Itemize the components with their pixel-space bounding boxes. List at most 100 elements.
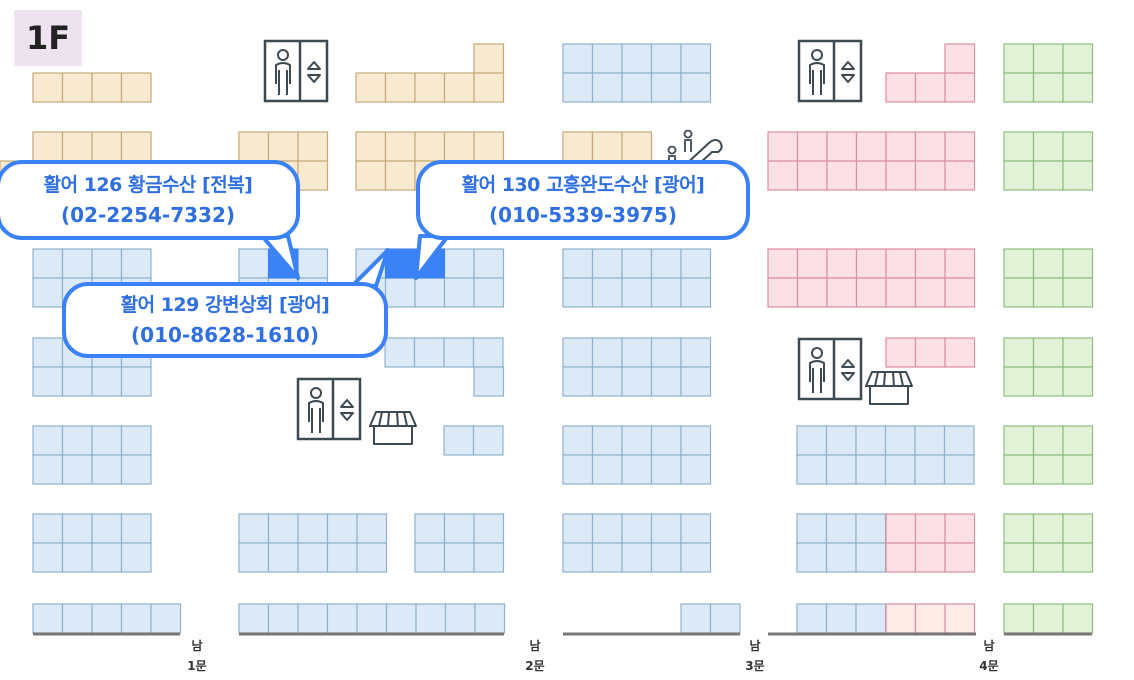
stall-cell[interactable] <box>443 425 475 456</box>
stall-cell[interactable] <box>885 72 917 103</box>
stall-cell[interactable] <box>1062 425 1094 456</box>
stall-cell[interactable] <box>826 248 858 279</box>
stall-cell[interactable] <box>591 248 623 279</box>
stall-cell[interactable] <box>885 131 917 162</box>
stall-cell[interactable] <box>562 425 594 456</box>
stall-cell[interactable] <box>944 337 976 368</box>
stall-cell[interactable] <box>443 337 475 368</box>
stall-cell[interactable] <box>621 425 653 456</box>
stall-cell[interactable] <box>356 603 388 634</box>
stall-cell[interactable] <box>680 542 712 573</box>
stall-cell[interactable] <box>855 454 887 485</box>
stall-cell[interactable] <box>238 248 270 279</box>
stall-cell[interactable] <box>944 43 976 74</box>
stall-cell[interactable] <box>91 454 123 485</box>
stall-callout-126[interactable]: 활어 126 황금수산 [전복] (02-2254-7332) <box>0 160 300 240</box>
stall-cell[interactable] <box>356 513 388 544</box>
stall-cell[interactable] <box>650 454 682 485</box>
stall-cell[interactable] <box>562 513 594 544</box>
stall-cell[interactable] <box>120 542 152 573</box>
stall-cell[interactable] <box>384 277 416 308</box>
stall-cell[interactable] <box>61 248 93 279</box>
stall-cell[interactable] <box>443 72 475 103</box>
stall-cell[interactable] <box>884 425 916 456</box>
stall-cell[interactable] <box>650 43 682 74</box>
stall-cell[interactable] <box>796 542 828 573</box>
stall-cell[interactable] <box>1062 277 1094 308</box>
stall-cell[interactable] <box>61 425 93 456</box>
stall-cell[interactable] <box>621 277 653 308</box>
stall-cell[interactable] <box>61 603 93 634</box>
stall-cell[interactable] <box>473 131 505 162</box>
stall-cell[interactable] <box>120 248 152 279</box>
stall-cell[interactable] <box>943 425 975 456</box>
stall-cell[interactable] <box>1003 248 1035 279</box>
stall-cell[interactable] <box>1062 454 1094 485</box>
stall-cell[interactable] <box>591 542 623 573</box>
stall-cell[interactable] <box>472 337 504 368</box>
stall-cell[interactable] <box>591 72 623 103</box>
stall-cell[interactable] <box>855 513 887 544</box>
stall-cell[interactable] <box>415 603 447 634</box>
stall-cell[interactable] <box>1003 43 1035 74</box>
stall-cell[interactable] <box>120 603 152 634</box>
stall-cell[interactable] <box>680 43 712 74</box>
stall-cell[interactable] <box>32 337 64 368</box>
stall-cell[interactable] <box>473 248 505 279</box>
stall-cell[interactable] <box>413 337 445 368</box>
stall-cell[interactable] <box>562 248 594 279</box>
stall-cell[interactable] <box>885 277 917 308</box>
stall-cell[interactable] <box>267 131 299 162</box>
stall-cell[interactable] <box>32 542 64 573</box>
stall-cell[interactable] <box>1032 366 1064 397</box>
stall-cell[interactable] <box>297 248 329 279</box>
stall-cell[interactable] <box>855 603 887 634</box>
stall-cell[interactable] <box>91 603 123 634</box>
stall-cell[interactable] <box>473 513 505 544</box>
stall-cell[interactable] <box>591 131 623 162</box>
stall-cell[interactable] <box>796 160 828 191</box>
stall-cell[interactable] <box>32 425 64 456</box>
stall-cell[interactable] <box>944 72 976 103</box>
stall-cell[interactable] <box>944 603 976 634</box>
stall-cell[interactable] <box>32 513 64 544</box>
stall-cell[interactable] <box>32 603 64 634</box>
stall-cell[interactable] <box>91 131 123 162</box>
stall-cell[interactable] <box>825 425 857 456</box>
stall-cell[interactable] <box>326 603 358 634</box>
stall-cell[interactable] <box>680 603 712 634</box>
stall-cell[interactable] <box>621 72 653 103</box>
stall-cell[interactable] <box>914 454 946 485</box>
stall-cell[interactable] <box>591 425 623 456</box>
stall-cell[interactable] <box>621 131 653 162</box>
stall-cell[interactable] <box>591 454 623 485</box>
stall-cell[interactable] <box>32 454 64 485</box>
stall-cell[interactable] <box>914 513 946 544</box>
stall-cell[interactable] <box>680 366 712 397</box>
stall-cell[interactable] <box>680 513 712 544</box>
stall-cell[interactable] <box>621 513 653 544</box>
stall-cell[interactable] <box>1032 43 1064 74</box>
stall-cell[interactable] <box>621 366 653 397</box>
stall-cell[interactable] <box>914 248 946 279</box>
stall-cell[interactable] <box>885 513 917 544</box>
stall-cell[interactable] <box>591 513 623 544</box>
stall-cell[interactable] <box>1032 513 1064 544</box>
stall-cell[interactable] <box>238 513 270 544</box>
stall-cell[interactable] <box>267 542 299 573</box>
stall-cell[interactable] <box>944 542 976 573</box>
stall-cell[interactable] <box>944 160 976 191</box>
stall-cell[interactable] <box>120 454 152 485</box>
stall-cell[interactable] <box>562 72 594 103</box>
stall-cell[interactable] <box>384 72 416 103</box>
stall-cell[interactable] <box>885 160 917 191</box>
stall-cell[interactable] <box>297 513 329 544</box>
stall-cell[interactable] <box>796 454 828 485</box>
stall-cell[interactable] <box>443 131 475 162</box>
stall-cell[interactable] <box>1032 542 1064 573</box>
stall-cell[interactable] <box>767 131 799 162</box>
stall-callout-129[interactable]: 활어 129 강변상회 [광어] (010-8628-1610) <box>62 282 388 358</box>
stall-cell[interactable] <box>1062 248 1094 279</box>
stall-cell[interactable] <box>621 248 653 279</box>
stall-cell[interactable] <box>796 277 828 308</box>
